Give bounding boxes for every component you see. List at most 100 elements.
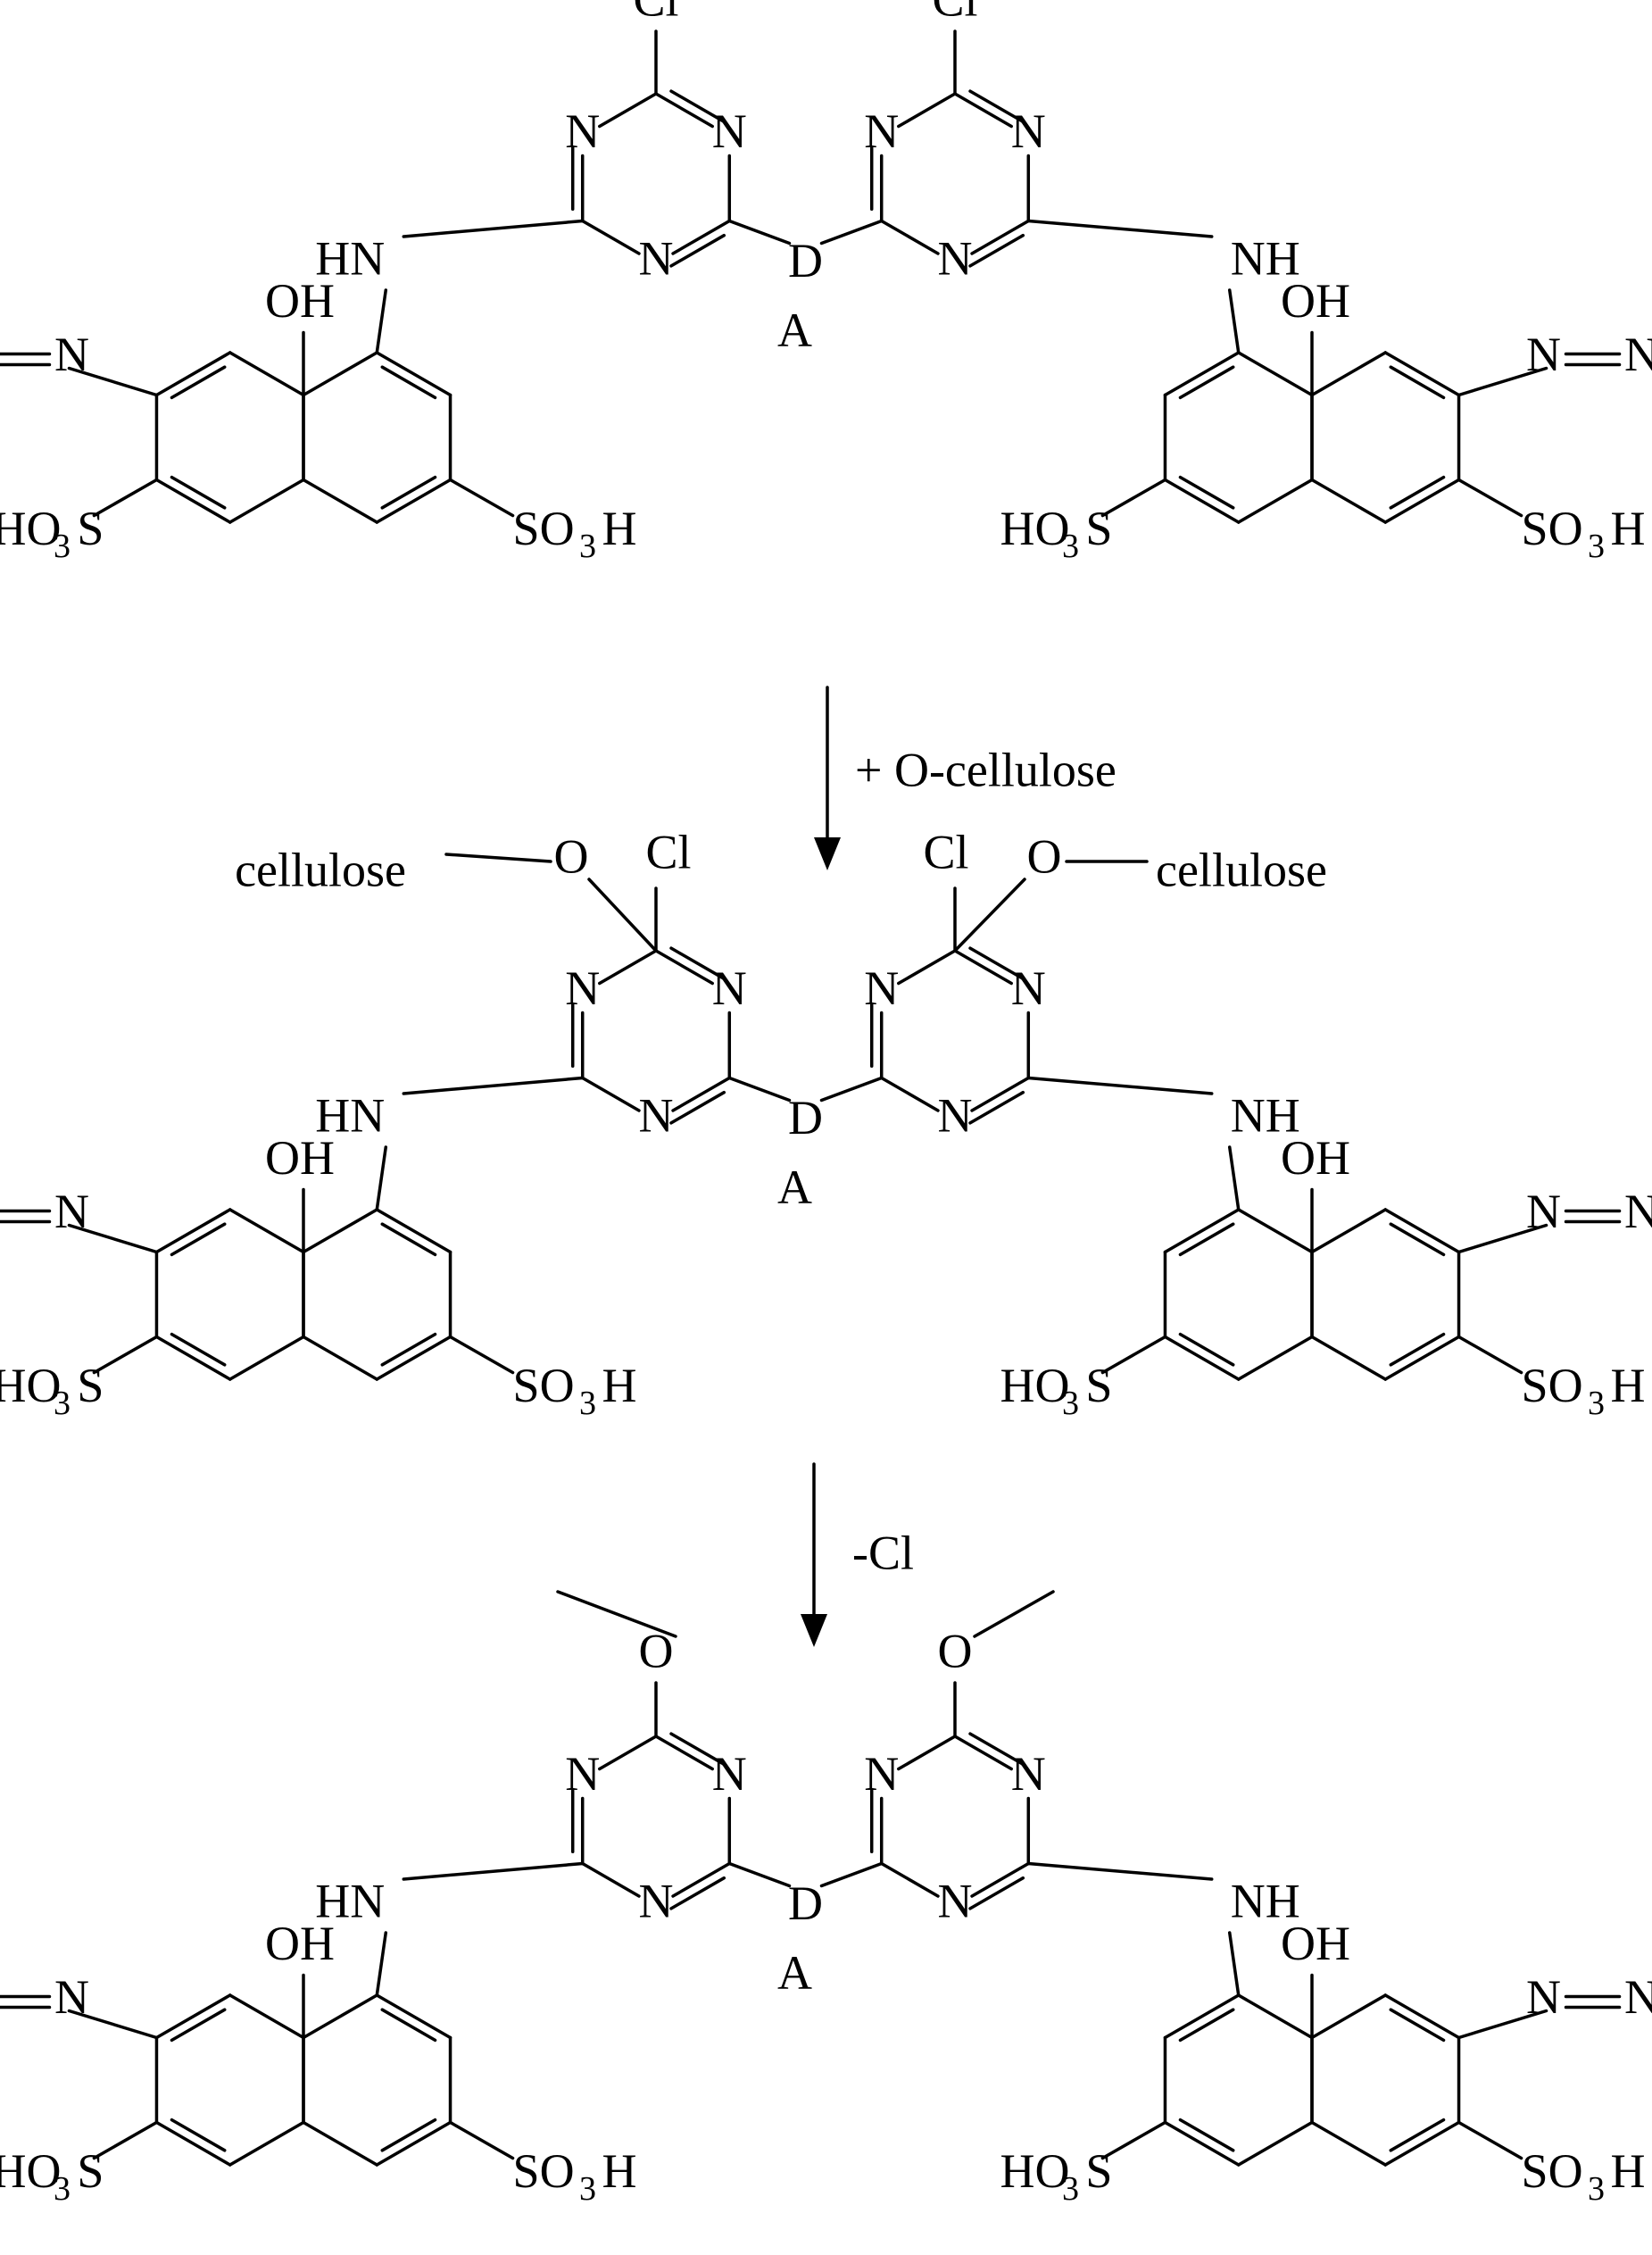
so3h-bond (1457, 478, 1523, 518)
ring-bond (228, 1208, 305, 1254)
ring-bond (1310, 1993, 1388, 2040)
arrowhead (814, 837, 841, 870)
cl-label: Cl (633, 0, 678, 26)
subscript-3: 3 (1588, 1385, 1605, 1422)
azo-n: N (1624, 1185, 1652, 1238)
reaction-label-1: + O-cellulose (855, 743, 1117, 796)
so-label: SO (513, 1359, 575, 1412)
ring-bond (598, 949, 658, 986)
ring-bond (302, 1208, 379, 1254)
h-label: H (602, 502, 637, 555)
ring-bond (228, 351, 305, 397)
so3h-bond (1100, 1335, 1167, 1375)
azo-n: N (54, 1970, 89, 2024)
n-atom: N (565, 961, 600, 1015)
ring-bond (879, 1076, 940, 1112)
ring-bond (970, 1861, 1031, 1898)
s-label: S (1085, 1359, 1112, 1412)
reaction-step-2: -Cl (801, 1462, 914, 1647)
ho-label: HO (1000, 2144, 1069, 2198)
ring-bond (1163, 351, 1241, 397)
azo-n: N (1624, 1970, 1652, 2024)
o-label: O (938, 1624, 973, 1677)
ring-bond (1383, 1208, 1461, 1254)
ring-bond (302, 1993, 379, 2040)
ring-bond (1163, 1208, 1241, 1254)
n-atom: N (639, 1874, 674, 1927)
d-label: D (788, 1091, 823, 1144)
azo-n: N (1526, 328, 1561, 381)
o-cellulose-bond (444, 853, 552, 863)
nh-triazine-bond (1026, 219, 1214, 238)
oh-label: OH (1281, 1917, 1350, 1970)
nh-bond (375, 288, 388, 354)
double-bond-inner (968, 233, 1025, 268)
ring-bond (375, 478, 452, 524)
nh-label: NH (1231, 231, 1300, 285)
azo-bond (67, 1223, 159, 1254)
so3h-bond (92, 478, 159, 518)
ring-bond (654, 92, 714, 129)
azo-n: N (54, 328, 89, 381)
ring-bond (580, 1861, 641, 1898)
n-atom: N (1011, 1747, 1046, 1801)
ring-bond (654, 1735, 714, 1771)
ring-bond (953, 92, 1013, 129)
subscript-3: 3 (1062, 2170, 1079, 2208)
oh-label: OH (1281, 274, 1350, 328)
ring-bond (228, 478, 305, 524)
cl-label: Cl (923, 825, 968, 878)
so3h-bond (1457, 2120, 1523, 2160)
ring-bond (970, 219, 1031, 255)
ring-bond (1163, 478, 1241, 524)
double-bond-inner (1389, 1222, 1446, 1257)
h-label: H (1611, 502, 1646, 555)
ring-bond (1310, 478, 1388, 524)
ring-bond (671, 1076, 732, 1112)
ho-label: HO (0, 502, 61, 555)
ring-bond (375, 1208, 452, 1254)
subscript-3: 3 (1062, 1385, 1079, 1422)
azo-bond (1457, 2009, 1548, 2040)
ring-bond (1236, 1335, 1314, 1381)
subscript-3: 3 (54, 1385, 71, 1422)
double-bond-inner (1389, 365, 1446, 400)
so-label: SO (513, 2144, 575, 2198)
a-label: A (777, 304, 812, 357)
ring-bond (1163, 1993, 1241, 2040)
s-label: S (77, 502, 104, 555)
n-atom: N (712, 1747, 747, 1801)
h-label: H (602, 1359, 637, 1412)
ring-bond (897, 92, 957, 129)
double-bond-inner (669, 233, 726, 268)
double-bond-inner (170, 1332, 227, 1367)
arrowhead (801, 1614, 827, 1647)
s-label: S (1085, 502, 1112, 555)
oh-label: OH (1281, 1131, 1350, 1185)
nh-bond (1227, 1145, 1241, 1211)
double-bond-inner (669, 1090, 726, 1125)
double-bond-inner (380, 1222, 437, 1257)
ring-bond (1163, 1335, 1241, 1381)
nh-label: HN (315, 1088, 385, 1142)
double-bond-inner (968, 1090, 1025, 1125)
double-bond-inner (669, 946, 726, 981)
so3h-bond (1100, 2120, 1167, 2160)
h-label: H (1611, 1359, 1646, 1412)
subscript-3: 3 (54, 2170, 71, 2208)
ring-bond (154, 1335, 232, 1381)
d-label: D (788, 1876, 823, 1930)
so3h-bond (448, 2120, 515, 2160)
ring-bond (1310, 1335, 1388, 1381)
so-label: SO (1522, 502, 1583, 555)
subscript-3: 3 (1588, 2170, 1605, 2208)
so-label: SO (1522, 1359, 1583, 1412)
double-bond-inner (380, 1332, 437, 1367)
ring-bond (1310, 1208, 1388, 1254)
ring-bond (1383, 1993, 1461, 2040)
ho-label: HO (0, 2144, 61, 2198)
methoxy-bond (973, 1590, 1055, 1638)
ring-bond (970, 1076, 1031, 1112)
nh-triazine-bond (402, 1076, 585, 1095)
